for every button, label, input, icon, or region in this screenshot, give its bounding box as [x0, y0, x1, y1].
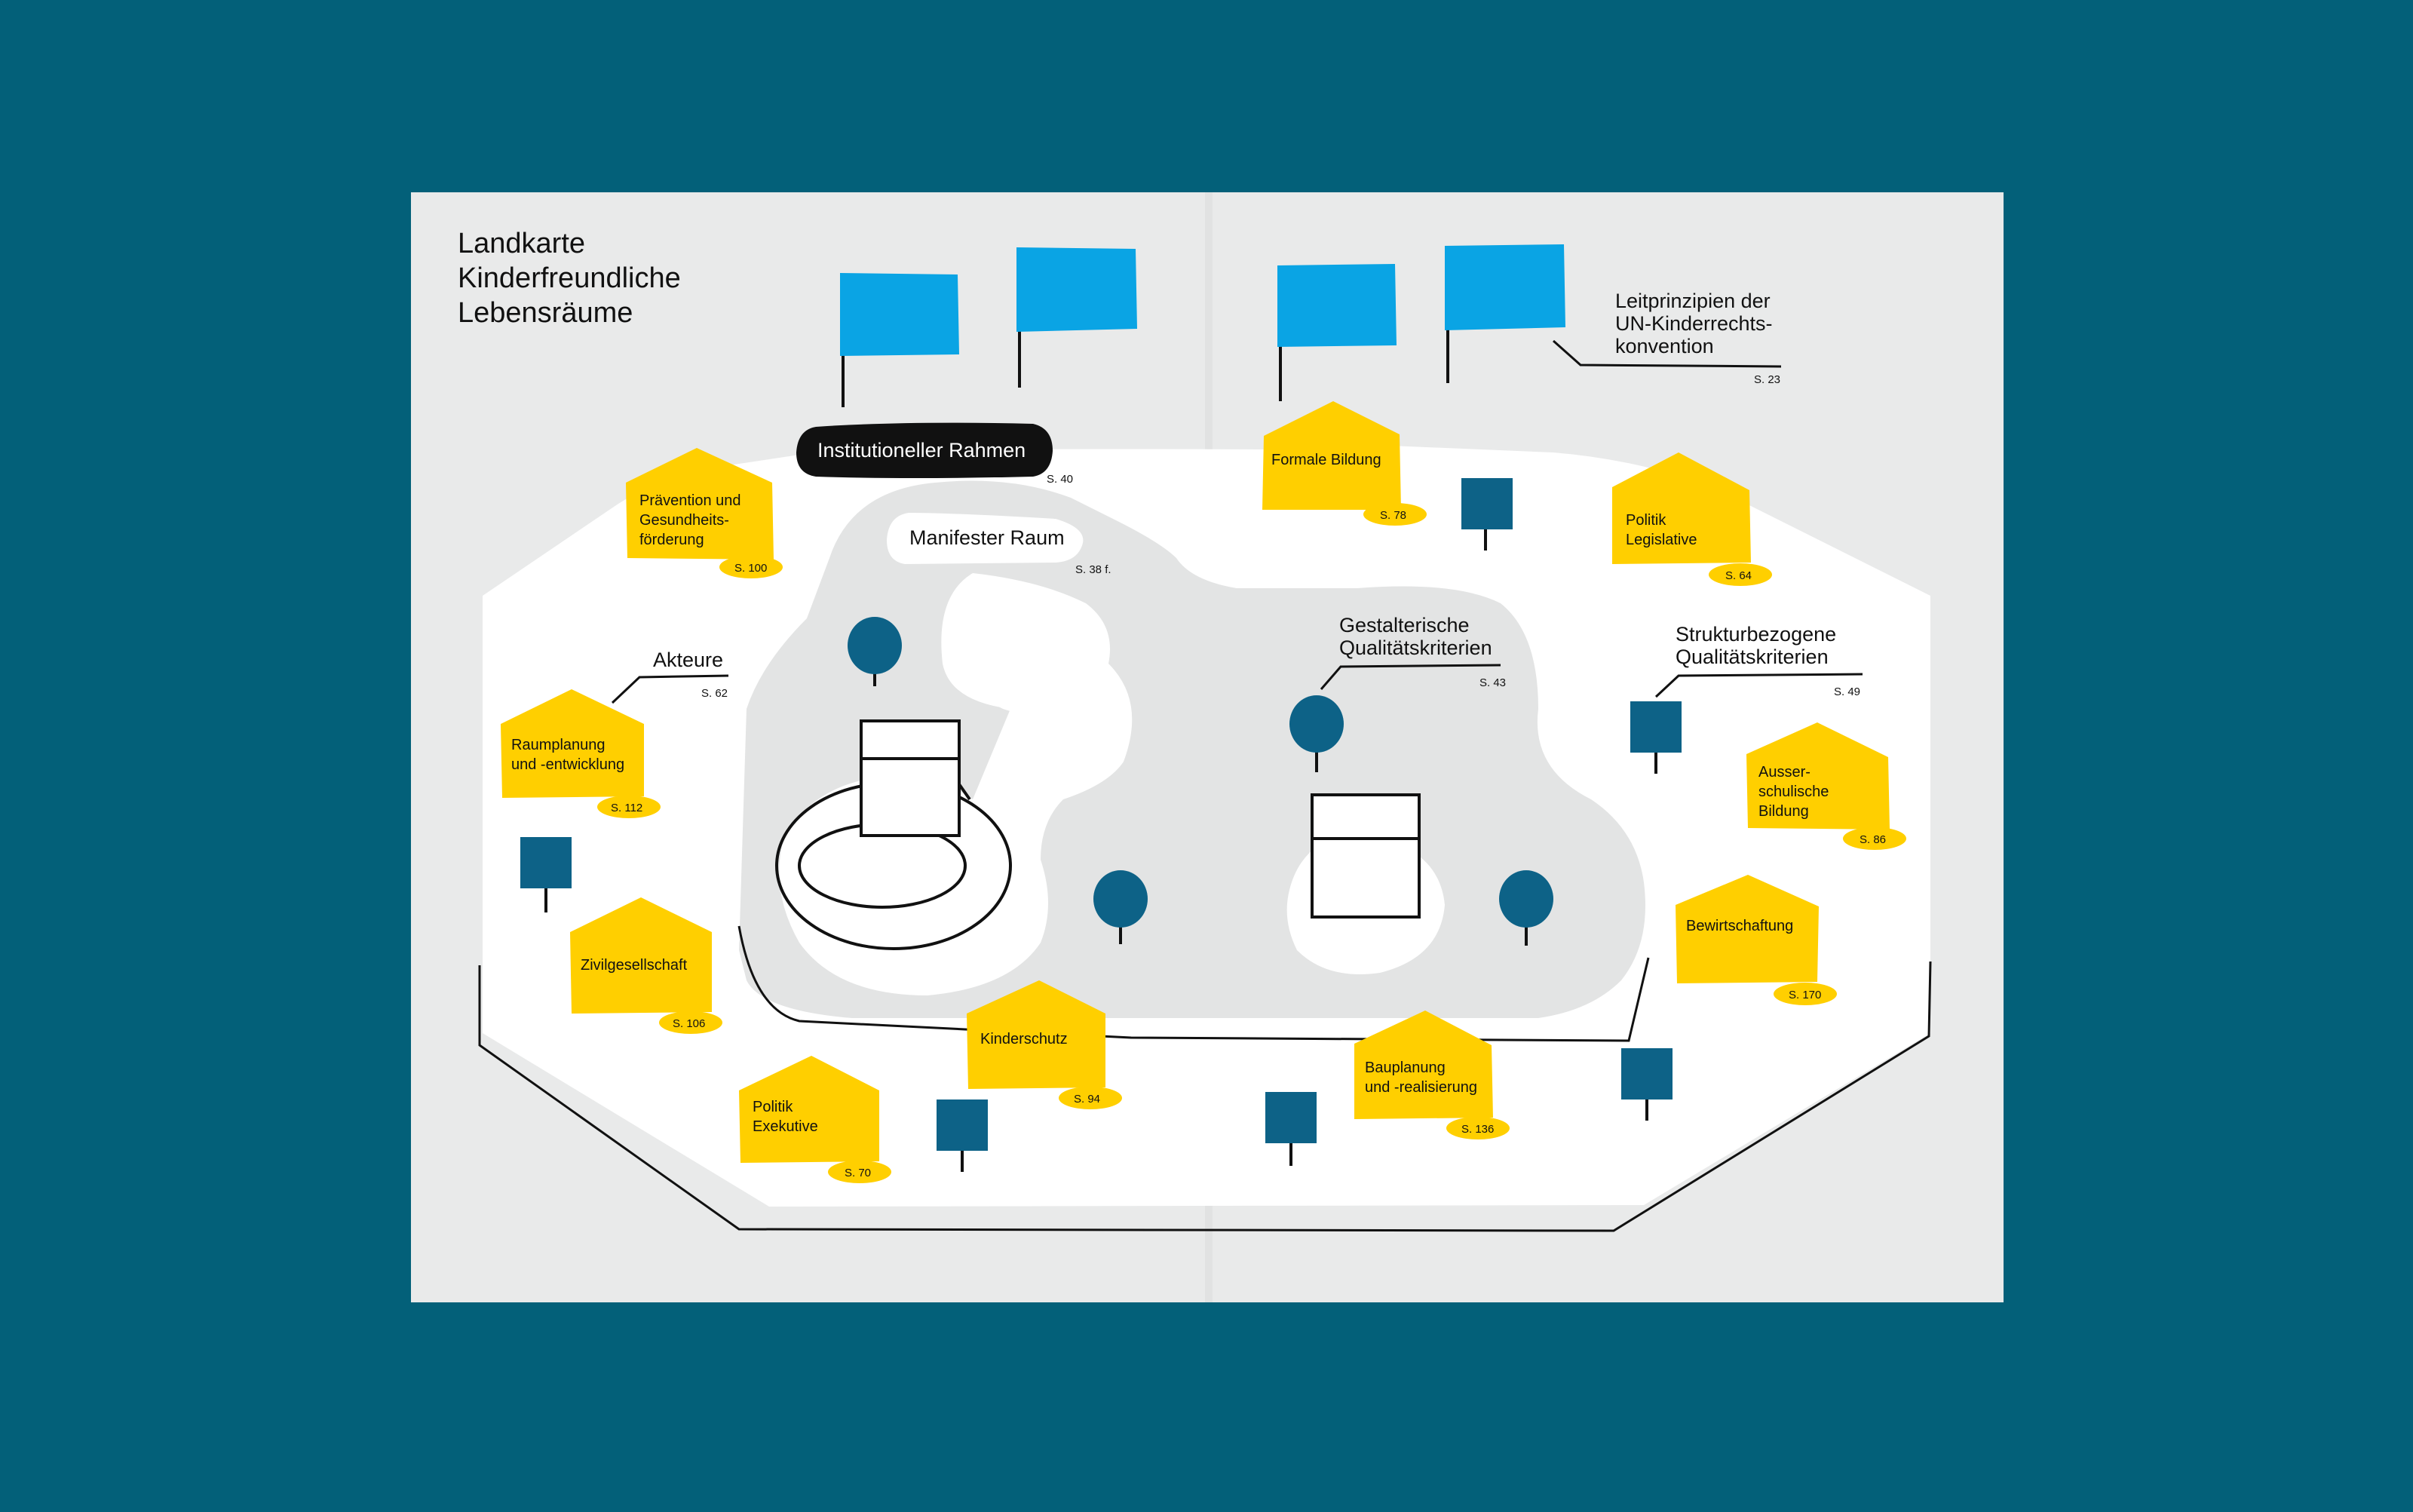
house-label: und -entwicklung — [511, 756, 624, 773]
island-edge — [478, 961, 1932, 1232]
tree-icon — [848, 617, 902, 686]
trees — [848, 617, 1553, 946]
manifester-raum-label: Manifester Raum — [909, 526, 1065, 549]
page-ref: S. 43 — [1479, 676, 1506, 689]
akteure: Akteure S. 62 — [611, 649, 729, 704]
page-ref: S. 40 — [1047, 473, 1073, 486]
house-politik-legislative: Politik Legislative S. 64 — [1612, 452, 1772, 586]
house-label: Bauplanung — [1365, 1060, 1446, 1076]
sign-icon — [1461, 478, 1513, 551]
tree-icon — [1289, 695, 1344, 772]
tree-icon — [1093, 870, 1148, 944]
flag-icon — [1277, 264, 1397, 401]
title-line-1: Landkarte — [458, 228, 585, 259]
sign-icon — [1265, 1092, 1317, 1166]
sign-icon — [1630, 701, 1682, 774]
strukturbezogene-label: Strukturbezogene — [1676, 623, 1836, 646]
sign-icon — [937, 1099, 988, 1172]
house-raumplanung: Raumplanung und -entwicklung S. 112 — [501, 689, 661, 818]
page-ref: S. 23 — [1754, 373, 1780, 386]
page-ref: S. 78 — [1380, 509, 1406, 522]
house-label: Kinderschutz — [980, 1031, 1068, 1047]
leitprinzipien: Leitprinzipien der UN-Kinderrechts- konv… — [1553, 290, 1782, 386]
institutioneller-rahmen-label: Institutioneller Rahmen — [817, 439, 1026, 462]
house-praevention: Prävention und Gesundheits- förderung S.… — [626, 448, 783, 578]
sign-icon — [1621, 1048, 1673, 1121]
house-label: Bewirtschaftung — [1686, 918, 1793, 934]
house-ausserschulische: Ausser- schulische Bildung S. 86 — [1746, 722, 1906, 850]
flags — [840, 244, 1565, 407]
leitprinzipien-label: UN-Kinderrechts- — [1615, 312, 1773, 335]
house-kinderschutz: Kinderschutz S. 94 — [967, 980, 1122, 1109]
page-ref: S. 106 — [673, 1017, 705, 1030]
page-ref: S. 100 — [734, 562, 767, 575]
houses: Prävention und Gesundheits- förderung S.… — [501, 401, 1906, 1183]
inner-area-edge — [737, 925, 1650, 1042]
leitprinzipien-label: Leitprinzipien der — [1615, 290, 1771, 312]
page-ref: S. 70 — [845, 1167, 871, 1179]
house-label: Ausser- — [1758, 764, 1811, 781]
leitprinzipien-label: konvention — [1615, 335, 1714, 357]
institutioneller-rahmen: Institutioneller Rahmen S. 40 — [796, 422, 1073, 486]
page-ref: S. 136 — [1461, 1123, 1494, 1136]
page-ref: S. 38 f. — [1075, 563, 1111, 576]
page-ref: S. 64 — [1725, 569, 1752, 582]
page-ref: S. 86 — [1860, 833, 1886, 846]
house-label: Politik — [753, 1099, 793, 1115]
page-ref: S. 62 — [701, 687, 728, 700]
house-bauplanung: Bauplanung und -realisierung S. 136 — [1354, 1011, 1510, 1139]
sign-icon — [520, 837, 572, 912]
flag-icon — [1445, 244, 1565, 383]
house-bewirtschaftung: Bewirtschaftung S. 170 — [1676, 875, 1837, 1005]
house-label: Formale Bildung — [1271, 452, 1381, 468]
strukturbezogene-label: Qualitätskriterien — [1676, 646, 1829, 668]
signs — [520, 478, 1682, 1172]
gestalterische-label: Qualitätskriterien — [1339, 636, 1492, 659]
flag-icon — [840, 273, 959, 407]
strukturbezogene-qualitaetskriterien: Strukturbezogene Qualitätskriterien S. 4… — [1654, 623, 1863, 698]
title-line-3: Lebensräume — [458, 297, 633, 329]
house-politik-exekutive: Politik Exekutive S. 70 — [739, 1056, 891, 1183]
akteure-label: Akteure — [653, 649, 723, 671]
page-ref: S. 49 — [1834, 685, 1860, 698]
manifester-raum: Manifester Raum S. 38 f. — [909, 526, 1111, 576]
play-structure-left — [775, 719, 1012, 950]
house-label: Exekutive — [753, 1118, 818, 1135]
house-label: Raumplanung — [511, 737, 606, 753]
title-line-2: Kinderfreundliche — [458, 262, 681, 294]
flag-icon — [1016, 247, 1137, 388]
page-ref: S. 112 — [611, 802, 642, 814]
map-title: Landkarte Kinderfreundliche Lebensräume — [458, 228, 681, 329]
tree-icon — [1499, 870, 1553, 946]
house-label: Prävention und — [639, 492, 741, 509]
house-label: Bildung — [1758, 803, 1809, 820]
page-ref: S. 170 — [1789, 989, 1821, 1001]
house-label: und -realisierung — [1365, 1079, 1477, 1096]
house-label: Politik — [1626, 512, 1666, 529]
page-ref: S. 94 — [1074, 1093, 1100, 1106]
house-label: förderung — [639, 532, 704, 548]
house-label: schulische — [1758, 784, 1829, 800]
house-formale-bildung: Formale Bildung S. 78 — [1262, 401, 1427, 526]
house-label: Gesundheits- — [639, 512, 729, 529]
gestalterische-label: Gestalterische — [1339, 614, 1470, 636]
play-structure-right — [1311, 793, 1421, 919]
house-zivilgesellschaft: Zivilgesellschaft S. 106 — [570, 897, 722, 1034]
house-label: Zivilgesellschaft — [581, 957, 688, 974]
house-label: Legislative — [1626, 532, 1697, 548]
gestalterische-qualitaetskriterien: Gestalterische Qualitätskriterien S. 43 — [1320, 614, 1506, 690]
